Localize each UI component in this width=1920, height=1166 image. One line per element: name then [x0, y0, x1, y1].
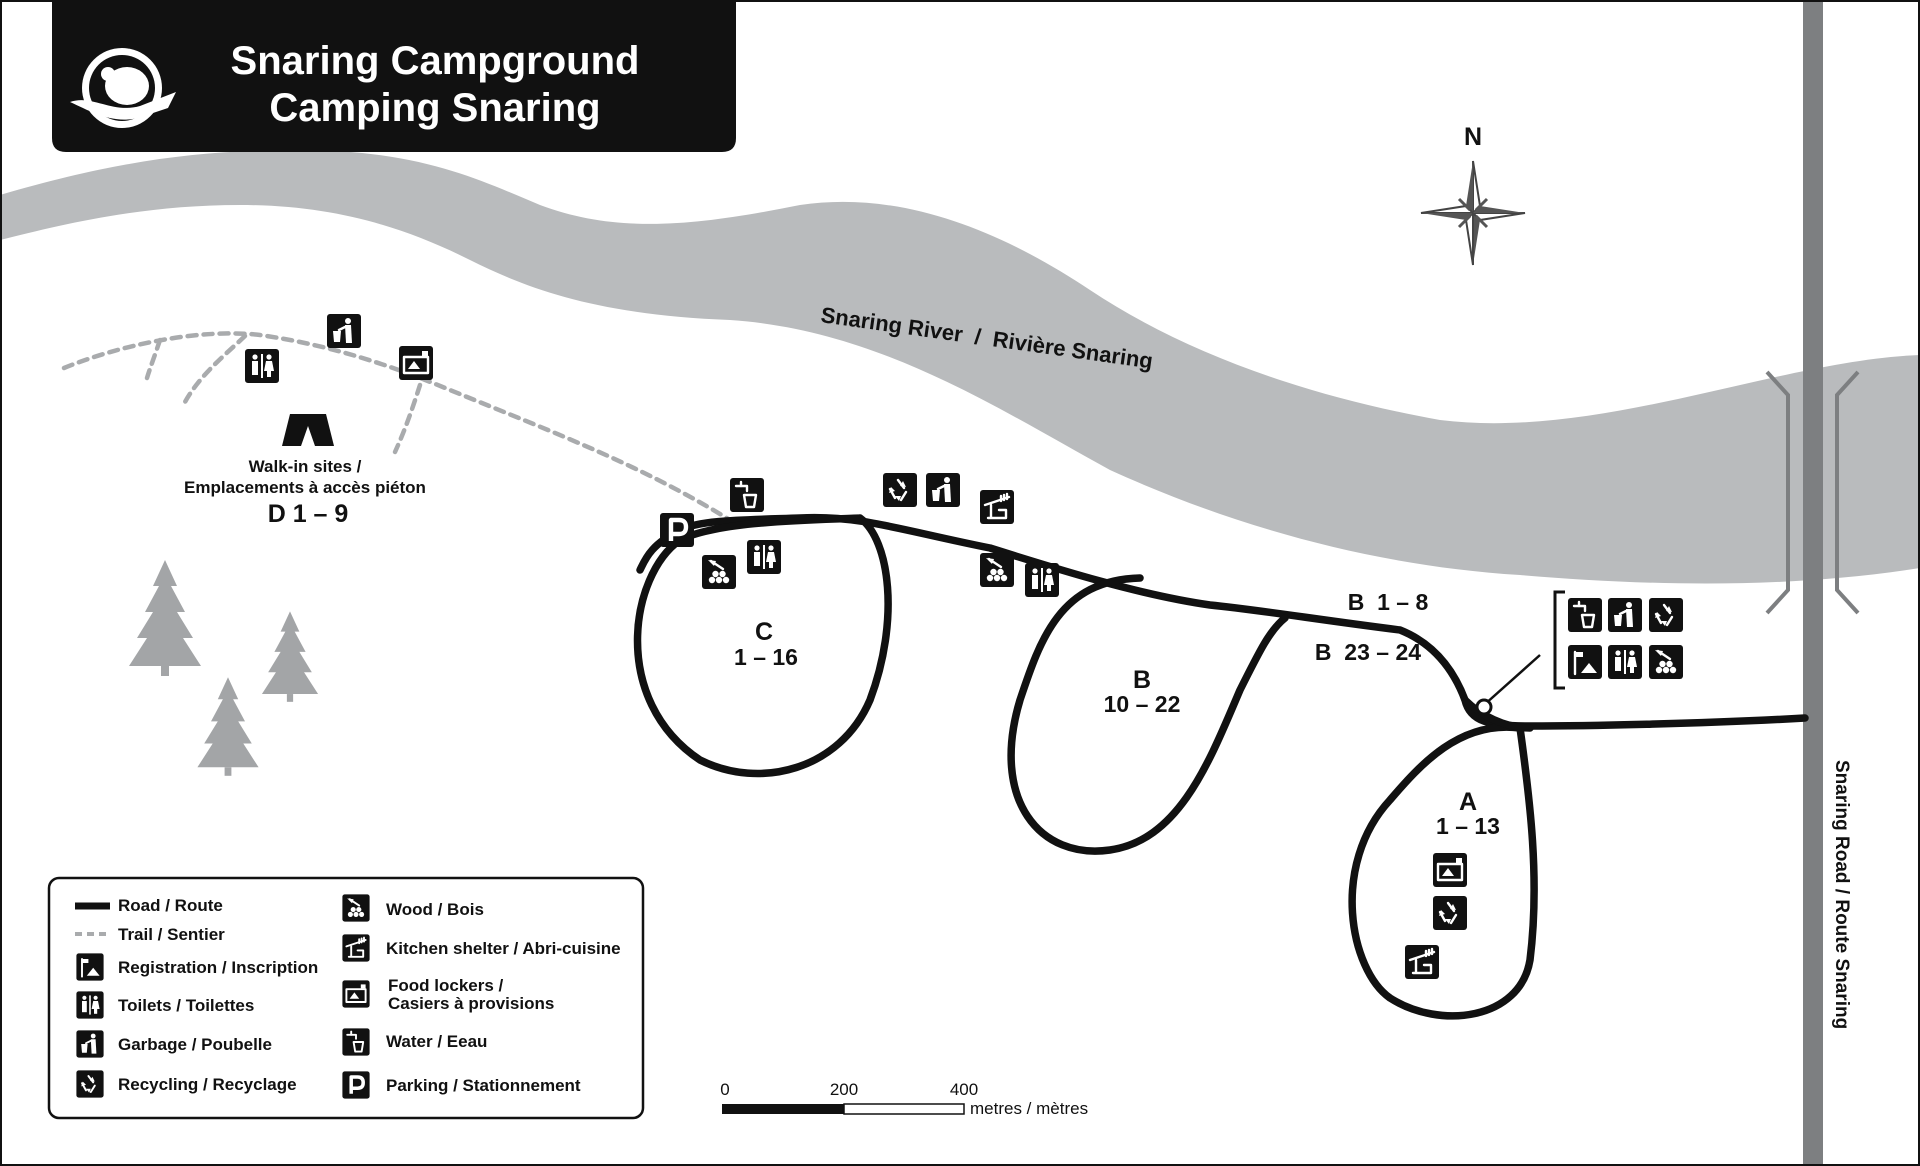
recycling-icon	[881, 471, 919, 509]
toilets-icon	[747, 540, 781, 574]
legend: Road / Route Trail / Sentier Registratio…	[75, 893, 621, 1101]
compass-north-label: N	[1464, 123, 1482, 151]
title-line-1: Snaring Campground	[231, 39, 640, 83]
legend-road: Road / Route	[118, 896, 223, 915]
scale-tick-0: 0	[720, 1080, 729, 1099]
legend-recycling-icon	[75, 1069, 105, 1099]
legend-kitchen: Kitchen shelter / Abri-cuisine	[386, 939, 621, 958]
toilets-icon	[1025, 563, 1059, 597]
registration-icon	[1566, 643, 1604, 681]
legend-wood: Wood / Bois	[386, 900, 484, 919]
loop-c-sites: 1 – 16	[734, 644, 798, 670]
legend-food-lockers-2: Casiers à provisions	[388, 994, 554, 1013]
toilets-icon	[1608, 645, 1642, 679]
snaring-road-strip	[1803, 0, 1823, 1166]
amenity-bracket	[1553, 590, 1565, 690]
scale-unit: metres / mètres	[970, 1099, 1088, 1118]
scale-tick-200: 200	[830, 1080, 858, 1099]
legend-wood-icon	[341, 893, 371, 923]
garbage-icon	[325, 312, 363, 350]
legend-water: Water / Eeau	[386, 1032, 487, 1051]
north-compass	[1420, 160, 1526, 266]
legend-toilets-icon	[76, 991, 104, 1019]
scale-tick-400: 400	[950, 1080, 978, 1099]
water-icon	[1566, 596, 1604, 634]
loop-b-north-sites: B 1 – 8	[1348, 589, 1429, 615]
bridge-right	[1835, 370, 1860, 615]
loop-a-letter: A	[1459, 788, 1477, 816]
legend-garbage: Garbage / Poubelle	[118, 1035, 272, 1054]
garbage-icon	[1606, 596, 1644, 634]
walk-in-tent-icon	[282, 414, 334, 446]
loop-c-letter: C	[755, 618, 773, 646]
loop-a-sites: 1 – 13	[1436, 813, 1500, 839]
title-box	[52, 0, 736, 152]
road-label: Snaring Road / Route Snaring	[1831, 760, 1852, 1029]
legend-garbage-icon	[75, 1029, 105, 1059]
wood-icon	[700, 553, 738, 591]
trees	[129, 560, 319, 776]
legend-parking-icon	[340, 1069, 372, 1101]
title-line-2: Camping Snaring	[269, 86, 600, 130]
wood-icon	[1647, 643, 1685, 681]
recycling-icon	[1647, 596, 1685, 634]
snaring-river	[0, 150, 1920, 584]
loop-b-letter: B	[1133, 666, 1151, 694]
legend-trail: Trail / Sentier	[118, 925, 225, 944]
legend-kitchen-icon	[341, 933, 371, 963]
legend-toilets: Toilets / Toilettes	[118, 996, 254, 1015]
legend-food-locker-icon	[341, 979, 371, 1009]
scale-bar: 0 200 400 metres / mètres	[720, 1080, 1088, 1118]
legend-registration-icon	[75, 952, 105, 982]
toilets-icon	[245, 349, 279, 383]
walk-in-label-1: Walk-in sites /	[249, 457, 362, 476]
kitchen-shelter-icon	[978, 488, 1016, 526]
legend-registration: Registration / Inscription	[118, 958, 318, 977]
parking-icon	[660, 513, 694, 547]
legend-food-lockers-1: Food lockers /	[388, 976, 504, 995]
garbage-icon	[924, 471, 962, 509]
kitchen-shelter-icon	[1403, 943, 1441, 981]
walk-in-trail	[61, 331, 733, 523]
walk-in-sites: D 1 – 9	[268, 500, 349, 528]
registration-marker	[1475, 698, 1493, 716]
legend-water-icon	[341, 1027, 371, 1057]
recycling-icon	[1431, 894, 1469, 932]
loop-b-south-sites: B 23 – 24	[1315, 639, 1421, 665]
wood-icon	[978, 551, 1016, 589]
bridge-left	[1765, 370, 1790, 615]
food-locker-icon	[397, 344, 435, 382]
water-icon	[728, 476, 766, 514]
food-locker-icon	[1431, 851, 1469, 889]
legend-recycling: Recycling / Recyclage	[118, 1075, 297, 1094]
loop-b-sites: 10 – 22	[1104, 691, 1181, 717]
walk-in-label-2: Emplacements à accès piéton	[184, 478, 426, 497]
registration-pointer	[1483, 654, 1541, 706]
legend-parking: Parking / Stationnement	[386, 1076, 581, 1095]
campground-roads	[633, 513, 1809, 1020]
parks-canada-beaver-logo	[70, 48, 176, 128]
